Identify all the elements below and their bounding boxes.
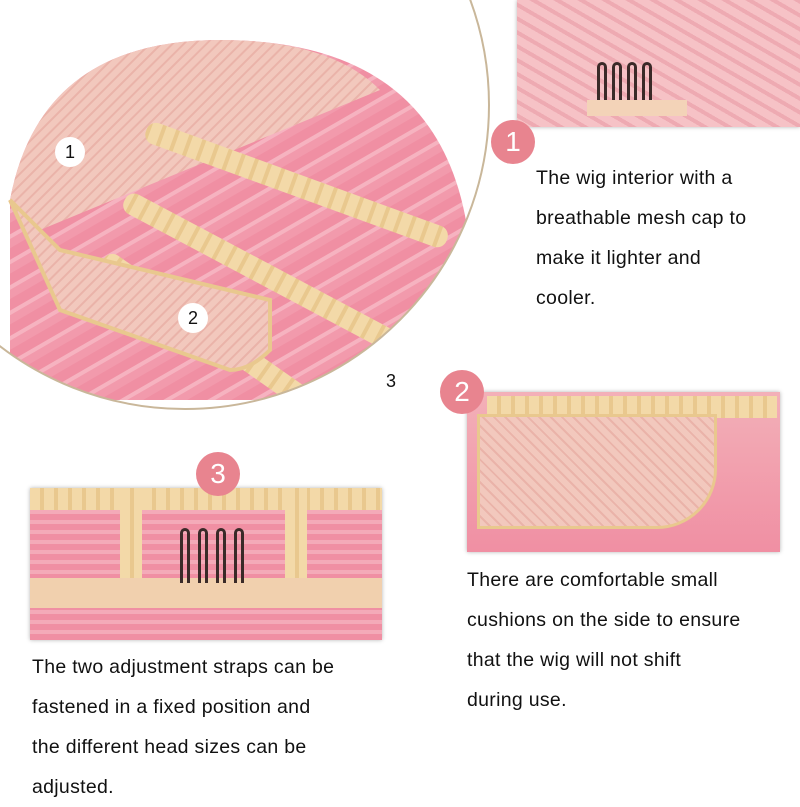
text-line: breathable mesh cap to [536, 207, 747, 229]
callout-1-text: The wig interior with a breathable mesh … [536, 158, 746, 318]
callout-3-text: The two adjustment straps can be fastene… [32, 647, 334, 807]
callout-badge-2: 2 [440, 370, 484, 414]
adjustment-strap [30, 578, 382, 608]
side-cushion [8, 198, 272, 373]
cap-label-1: 1 [55, 137, 85, 167]
adjustment-strap-closeup-photo [30, 488, 382, 640]
callout-2-text: There are comfortable small cushions on … [467, 560, 741, 720]
comb-icon [198, 528, 208, 583]
text-line: The two adjustment straps can be [32, 656, 335, 678]
cap-label-3: 3 [376, 366, 406, 396]
text-line: There are comfortable small [467, 569, 718, 591]
cap-label-2: 2 [178, 303, 208, 333]
text-line: during use. [467, 689, 567, 711]
comb-icon [180, 528, 190, 583]
comb-icon [627, 62, 637, 102]
lace-strip [285, 488, 307, 578]
callout-badge-1: 1 [491, 120, 535, 164]
side-cushion-closeup-photo [467, 392, 780, 552]
lace-strip [120, 488, 142, 578]
text-line: adjusted. [32, 776, 114, 798]
comb-icon [216, 528, 226, 583]
comb-base [587, 100, 687, 116]
callout-badge-3: 3 [196, 452, 240, 496]
lace-strip [487, 396, 777, 418]
mesh-lace-top [10, 40, 380, 230]
text-line: fastened in a fixed position and [32, 696, 311, 718]
wig-cap-illustration [0, 0, 490, 410]
comb-icon [597, 62, 607, 102]
text-line: cushions on the side to ensure [467, 609, 741, 631]
comb-icon [642, 62, 652, 102]
text-line: make it lighter and [536, 247, 702, 269]
comb-icon [612, 62, 622, 102]
comb-icon [234, 528, 244, 583]
lace-strip [123, 193, 418, 361]
wig-cap-main-photo: 1 2 3 [0, 0, 490, 412]
lace-strip [145, 122, 448, 248]
mesh-cap-closeup-photo [517, 0, 800, 127]
text-line: that the wig will not shift [467, 649, 682, 671]
text-line: the different head sizes can be [32, 736, 307, 758]
text-line: cooler. [536, 287, 596, 309]
side-cushion [477, 414, 717, 529]
text-line: The wig interior with a [536, 167, 733, 189]
